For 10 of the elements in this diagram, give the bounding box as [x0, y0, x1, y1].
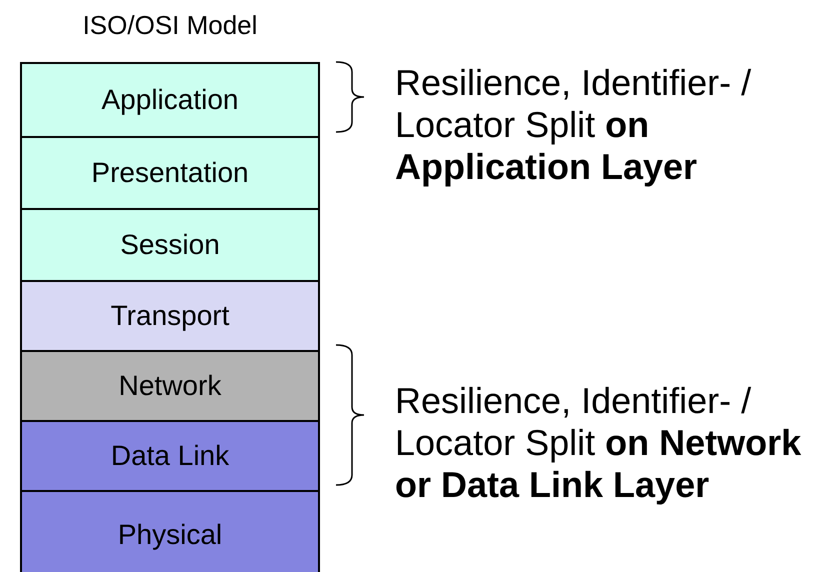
annotation-text: Resilience, Identifier- / Locator Split on Network or Data Link Layer	[395, 380, 802, 506]
diagram-title: ISO/OSI Model	[82, 10, 258, 41]
layer-label: Presentation	[91, 157, 249, 189]
layer-label: Physical	[118, 519, 222, 551]
layer-label: Session	[120, 229, 220, 261]
layer-label: Application	[102, 84, 238, 116]
layer-label: Data Link	[110, 440, 230, 472]
layer-label: Transport	[110, 300, 230, 332]
annotation-text: Resilience, Identifier- / Locator Split on Application Layer	[395, 62, 752, 188]
layer-label: Network	[118, 370, 222, 402]
